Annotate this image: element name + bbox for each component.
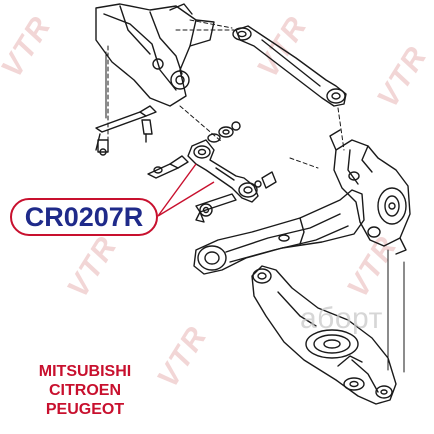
make-peugeot: PEUGEOT bbox=[45, 401, 125, 418]
make-mitsubishi: MITSUBISHI bbox=[38, 363, 132, 380]
washer-and-nut-set bbox=[147, 121, 241, 179]
dashed-leaders bbox=[107, 19, 345, 169]
forum-watermark: аборт bbox=[300, 302, 383, 335]
vertical-reference-lines bbox=[105, 51, 405, 373]
lower-spring-arm bbox=[251, 265, 397, 405]
make-citroen: CITROEN bbox=[49, 382, 121, 399]
front-bushing-bolt bbox=[195, 193, 237, 223]
part-number-badge: CR0207R bbox=[10, 198, 158, 236]
part-number-label: CR0207R bbox=[24, 201, 144, 232]
trailing-arm bbox=[193, 189, 365, 275]
upper-subframe-bracket bbox=[95, 3, 215, 107]
rear-knuckle-hub bbox=[329, 129, 411, 255]
applicable-makes-list: MITSUBISHI CITROEN PEUGEOT bbox=[10, 362, 160, 419]
adjustable-toe-link bbox=[187, 139, 277, 203]
upper-lateral-link bbox=[232, 25, 347, 107]
part-leader-lines bbox=[157, 163, 215, 217]
mounting-bolts bbox=[95, 105, 157, 156]
